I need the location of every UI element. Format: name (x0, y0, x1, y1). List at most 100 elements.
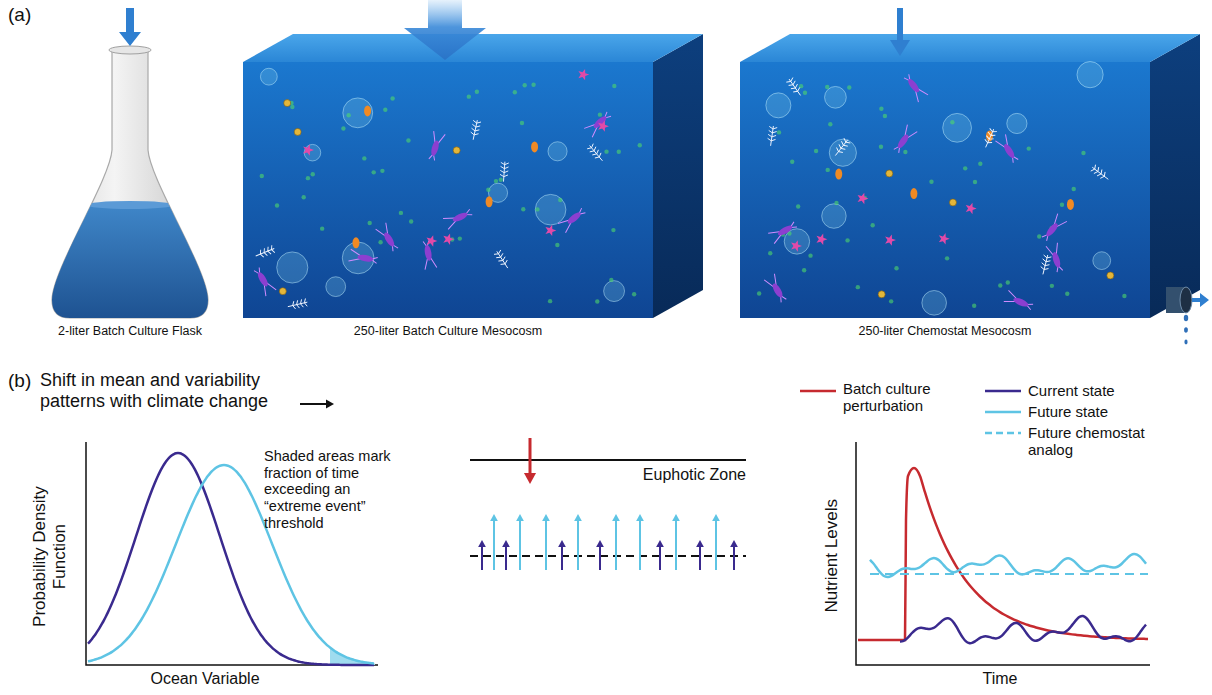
tank-front (740, 62, 1150, 318)
copepod-body (430, 140, 441, 157)
orange-plankton (1067, 199, 1074, 210)
copepod-body (451, 211, 468, 224)
tank-top (243, 34, 703, 62)
copepod-body (424, 244, 433, 261)
legend-line (985, 411, 1021, 414)
feathery-plankton (469, 119, 481, 140)
current-state-curve (900, 616, 1146, 643)
phytoplankton-dot (1122, 294, 1126, 298)
apparatus-label: 250-liter Chemostat Mesocosm (795, 324, 1095, 338)
panel-heading: Shift in mean and variability patterns w… (40, 370, 302, 411)
phytoplankton-dot (275, 203, 279, 207)
dinoflagellate (279, 288, 286, 295)
orange-plankton (486, 196, 493, 207)
shift-arrow-shaft (300, 403, 326, 405)
current-upwelling-arrow-shaft (699, 547, 701, 570)
phytoplankton-dot (513, 90, 517, 94)
copepod (558, 206, 587, 233)
batch-perturbation-curve (858, 468, 1148, 640)
phytoplankton-dot (1060, 203, 1064, 207)
future-upwelling-arrow-head (542, 514, 550, 521)
copepod-antenna (420, 240, 437, 270)
phytoplankton-dot (612, 84, 616, 88)
feathery-plankton (767, 125, 778, 146)
future-upwelling-arrow-head (636, 514, 644, 521)
tank-side (1150, 34, 1200, 318)
phytoplankton-dot (611, 228, 615, 232)
dinoflagellate (294, 128, 301, 135)
axis-title: Probability Density Function (30, 456, 69, 656)
phytoplankton-dot (870, 223, 874, 227)
future-upwelling-arrow-shaft (519, 521, 521, 570)
copepod (420, 240, 437, 270)
copepod-body (1044, 222, 1059, 238)
radiolarian (784, 229, 809, 254)
phytoplankton-dot (963, 166, 967, 170)
dinoflagellate (1107, 272, 1114, 279)
orange-plankton (910, 188, 917, 199)
radiolarian (1007, 113, 1027, 133)
axis-title: Ocean Variable (130, 670, 280, 688)
phytoplankton-dot (929, 180, 933, 184)
phytoplankton-dot (302, 195, 306, 199)
phytoplankton-dot (598, 112, 602, 116)
plot-axes (856, 442, 1150, 665)
apparatus-label: 2-liter Batch Culture Flask (25, 324, 235, 338)
radiolarian (604, 281, 625, 302)
copepod-body (566, 210, 582, 225)
pink-plankton (858, 193, 869, 204)
copepod-antenna (251, 266, 276, 296)
input-arrow (404, 0, 486, 60)
annotation-note: Shaded areas mark fraction of time excee… (264, 448, 398, 531)
water-drop (1184, 327, 1188, 333)
deposition-arrow-head (524, 473, 536, 484)
future-upwelling-arrow-head (574, 514, 582, 521)
phytoplankton-dot (372, 170, 376, 174)
radiolarian (326, 277, 346, 297)
tank-front (243, 62, 653, 318)
pipe-mouth (1180, 287, 1192, 313)
copepod (764, 274, 789, 304)
feathery-plankton (254, 245, 276, 260)
current-upwelling-arrow-shaft (599, 547, 601, 570)
phytoplankton-dot (757, 291, 761, 295)
zone-label: Euphotic Zone (640, 466, 746, 484)
feathery-strokes (587, 143, 606, 163)
feathery-strokes (1039, 254, 1052, 275)
copepod (1004, 290, 1034, 312)
future-upwelling-arrow-shaft (675, 521, 677, 570)
water-drop (1184, 315, 1188, 321)
phytoplankton-dot (978, 162, 982, 166)
current-upwelling-arrow-head (478, 540, 486, 547)
copepod-antenna (902, 72, 928, 102)
future-upwelling-arrow-head (490, 514, 498, 521)
mesocosm-tank (740, 34, 1200, 318)
phytoplankton-dot (531, 83, 535, 87)
feathery-strokes (493, 249, 511, 270)
pink-plankton (966, 203, 977, 214)
radiolarian (304, 144, 321, 161)
phytoplankton-dot (998, 283, 1002, 287)
phytoplankton-dot (632, 292, 636, 296)
copepod (902, 72, 928, 102)
pink-plankton (578, 69, 589, 80)
phytoplankton-dot (406, 138, 410, 142)
legend-label: Batch culture perturbation (843, 380, 978, 415)
phytoplankton-dot (814, 149, 818, 153)
radiolarian (535, 194, 566, 225)
phytoplankton-dot (828, 122, 832, 126)
future-upwelling-arrow-shaft (615, 521, 617, 570)
phytoplankton-dot (826, 168, 830, 172)
radiolarian (943, 113, 972, 142)
radiolarian (260, 68, 277, 85)
phytoplankton-dot (380, 169, 384, 173)
feathery-plankton (1039, 254, 1052, 275)
phytoplankton-dot (521, 207, 525, 211)
copepod-body (771, 282, 785, 299)
copepod-antenna (584, 110, 613, 138)
phytoplankton-dot (1081, 151, 1085, 155)
phytoplankton-dot (555, 243, 559, 247)
feathery-plankton (1090, 164, 1111, 182)
copepod-body (906, 77, 921, 94)
